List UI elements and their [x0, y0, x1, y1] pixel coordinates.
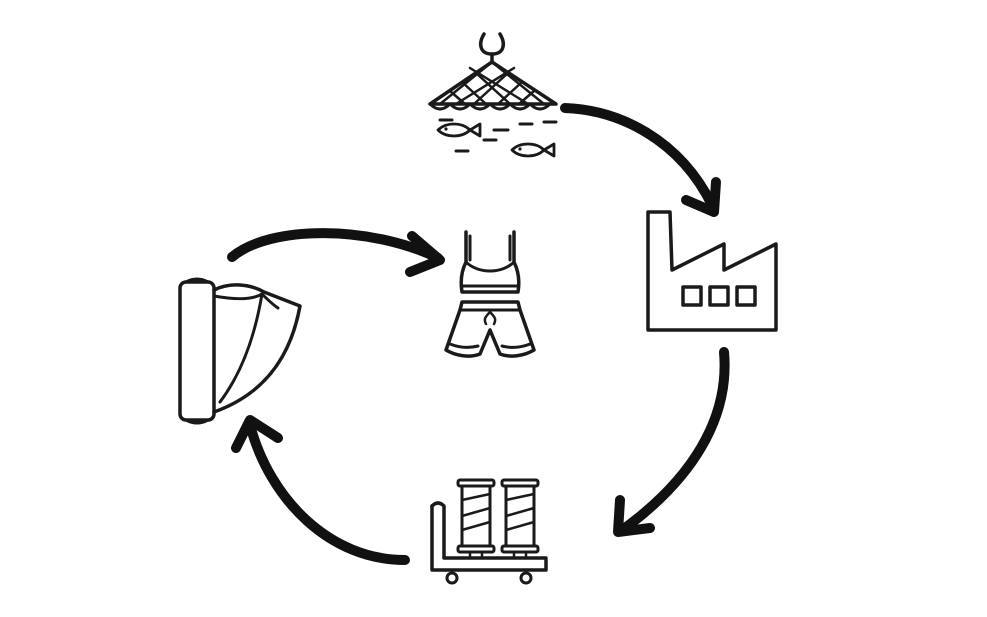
crop-top: [459, 230, 521, 294]
fabric-roll-icon: [178, 277, 302, 425]
shorts: [444, 300, 536, 358]
sportswear-icon: [444, 230, 536, 358]
spool-left: [456, 478, 496, 560]
arrow-net-to-factory: [560, 103, 721, 217]
spool-right: [500, 478, 540, 560]
thread-spools-icon: [430, 478, 548, 585]
arrow-fabric-to-clothing: [227, 228, 445, 277]
arrow-factory-to-spools: [613, 347, 730, 537]
factory-icon: [646, 210, 778, 332]
fishing-net-icon: [428, 32, 558, 158]
arrow-spools-to-fabric: [231, 415, 410, 565]
